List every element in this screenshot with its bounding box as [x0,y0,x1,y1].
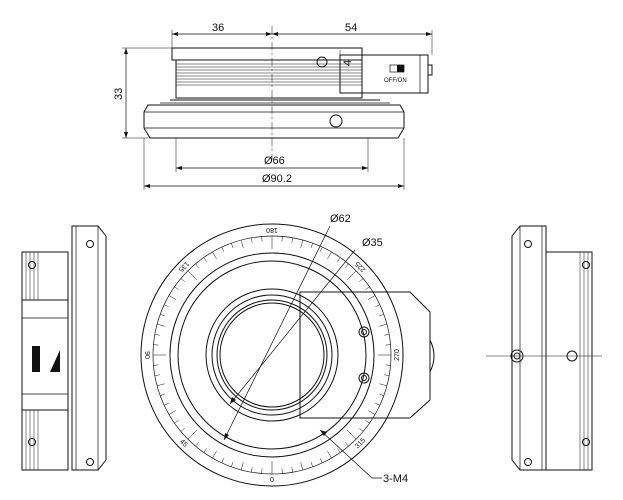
scale-tick [174,286,179,290]
scale-tick [164,304,169,308]
scale-tick [251,467,253,473]
d35-leader [229,249,356,405]
left-base-ring [71,225,107,471]
scale-tick [379,323,388,327]
scale-tick [231,243,234,248]
scale-tick [168,295,176,300]
scale-tick [160,314,165,317]
scale-tick [203,448,207,453]
scale-tick [212,251,217,259]
scale-tick [359,278,364,282]
outer-ring [140,223,404,487]
scale-tick [310,243,313,248]
scale-tick [300,462,304,471]
scale-tick [319,247,323,252]
dimension-d62: Ø62 [330,213,351,225]
scale-tick [174,420,179,424]
scale-tick [251,237,253,243]
scale-tick [368,295,376,300]
angle-scale-ticks [153,236,391,474]
top-dimensions: 36 54 33 4 Ø66 Ø90.2 [113,22,433,190]
scale-tick [337,257,341,262]
scale-tick [168,410,176,415]
scale-tick [212,451,217,459]
scale-tick [160,393,165,396]
top-side-view: OFF/ON [143,26,433,160]
scale-tick [384,334,390,336]
scale-label: 270 [394,349,401,361]
m4-leader [319,429,382,479]
scale-label: 90 [143,351,150,359]
dimension-36: 36 [212,22,224,34]
scale-tick [195,442,199,447]
dimension-d90: Ø90.2 [262,173,292,185]
dimension-d35: Ø35 [362,237,383,249]
scale-tick [187,429,198,440]
scale-tick [164,402,169,406]
switch-knob [427,64,433,76]
scale-tick [319,458,323,463]
scale-tick [291,467,293,473]
scale-tick [359,428,364,432]
scale-tick [221,458,225,463]
right-side-view [486,225,602,471]
switch-label: OFF/ON [384,78,407,84]
scale-tick [384,374,390,376]
scale-tick [310,462,313,467]
scale-tick [368,410,376,415]
dimension-54: 54 [345,22,357,34]
scale-tick [327,251,332,259]
scale-tick [345,263,349,268]
thread-lines [176,63,362,86]
scale-label: 0 [270,477,274,484]
scale-tick [375,304,380,308]
scale-tick [240,239,244,248]
scale-tick [203,257,207,262]
scale-tick [156,383,165,387]
dimension-d66: Ø66 [264,155,285,167]
scale-tick [300,239,304,248]
scale-tick [180,428,185,432]
base-ring [143,104,405,139]
scale-tick [379,314,384,317]
scale-tick [156,323,165,327]
scale-tick [327,451,332,459]
right-base-ring [511,225,547,471]
scale-tick [379,393,384,396]
dimension-33: 33 [113,88,125,100]
scale-tick [240,462,244,471]
left-side-view [21,225,107,471]
scale-label: 180 [266,226,278,233]
left-switch-block [21,299,69,411]
d62-leader [223,225,331,441]
scale-tick [337,448,341,453]
scale-tick [180,278,185,282]
scale-tick [195,263,199,268]
scale-tick [346,270,357,281]
scale-tick [346,429,357,440]
scale-tick [154,374,160,376]
scale-label: 45 [178,438,189,449]
front-switch-housing [299,291,431,419]
scale-tick [379,383,388,387]
scale-tick [221,247,225,252]
dimension-4: 4 [342,60,354,66]
upper-body [171,47,363,61]
scale-tick [187,270,198,281]
scale-tick [365,286,370,290]
mount-label: 3-M4 [383,473,408,485]
scale-tick [365,420,370,424]
set-screw-hole [316,56,328,68]
scale-tick [154,334,160,336]
scale-tick [345,442,349,447]
base-screw-hole [329,114,343,128]
scale-tick [375,402,380,406]
scale-tick [231,462,234,467]
right-threaded-body [545,251,593,471]
scale-tick [291,237,293,243]
